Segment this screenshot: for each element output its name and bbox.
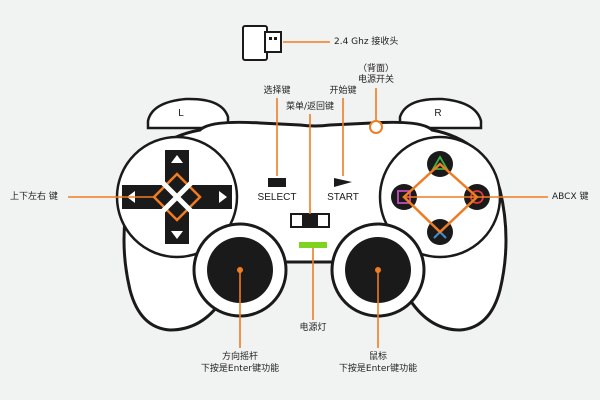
triangle-button-icon (431, 155, 449, 170)
shoulder-right (398, 97, 483, 130)
label-left-stick-line2: 下按是Enter键功能 (200, 364, 280, 374)
label-power-switch: 电源开关 (357, 75, 394, 85)
label-select-key: 选择键 (263, 86, 291, 96)
start-text: START (327, 192, 359, 203)
label-power-led: 电源灯 (299, 323, 327, 333)
power-led (299, 242, 327, 248)
select-button (268, 178, 286, 187)
label-right-stick-line2: 下按是Enter键功能 (338, 364, 418, 374)
usb-dongle-icon (242, 25, 282, 61)
label-start-key: 开始键 (329, 86, 357, 96)
label-menu-return-key: 菜单/返回键 (285, 102, 335, 112)
callout-lines (68, 41, 548, 348)
start-button (334, 178, 352, 187)
shoulder-right-label: R (434, 108, 441, 119)
shoulder-left-label: L (178, 108, 184, 119)
label-dpad: 上下左右 键 (10, 192, 58, 202)
select-text: SELECT (258, 192, 297, 203)
power-switch-marker (369, 120, 383, 134)
label-abcx: ABCX 键 (552, 192, 589, 202)
label-right-stick-line1: 鼠标 (368, 352, 387, 362)
shoulder-left (146, 97, 230, 130)
label-receiver: 2.4 Ghz 接收头 (334, 37, 399, 47)
action-highlight (402, 162, 479, 234)
dpad-highlight (152, 172, 202, 222)
label-left-stick-line1: 方向摇杆 (221, 352, 258, 362)
label-power-switch-back: （背面） (357, 64, 394, 74)
